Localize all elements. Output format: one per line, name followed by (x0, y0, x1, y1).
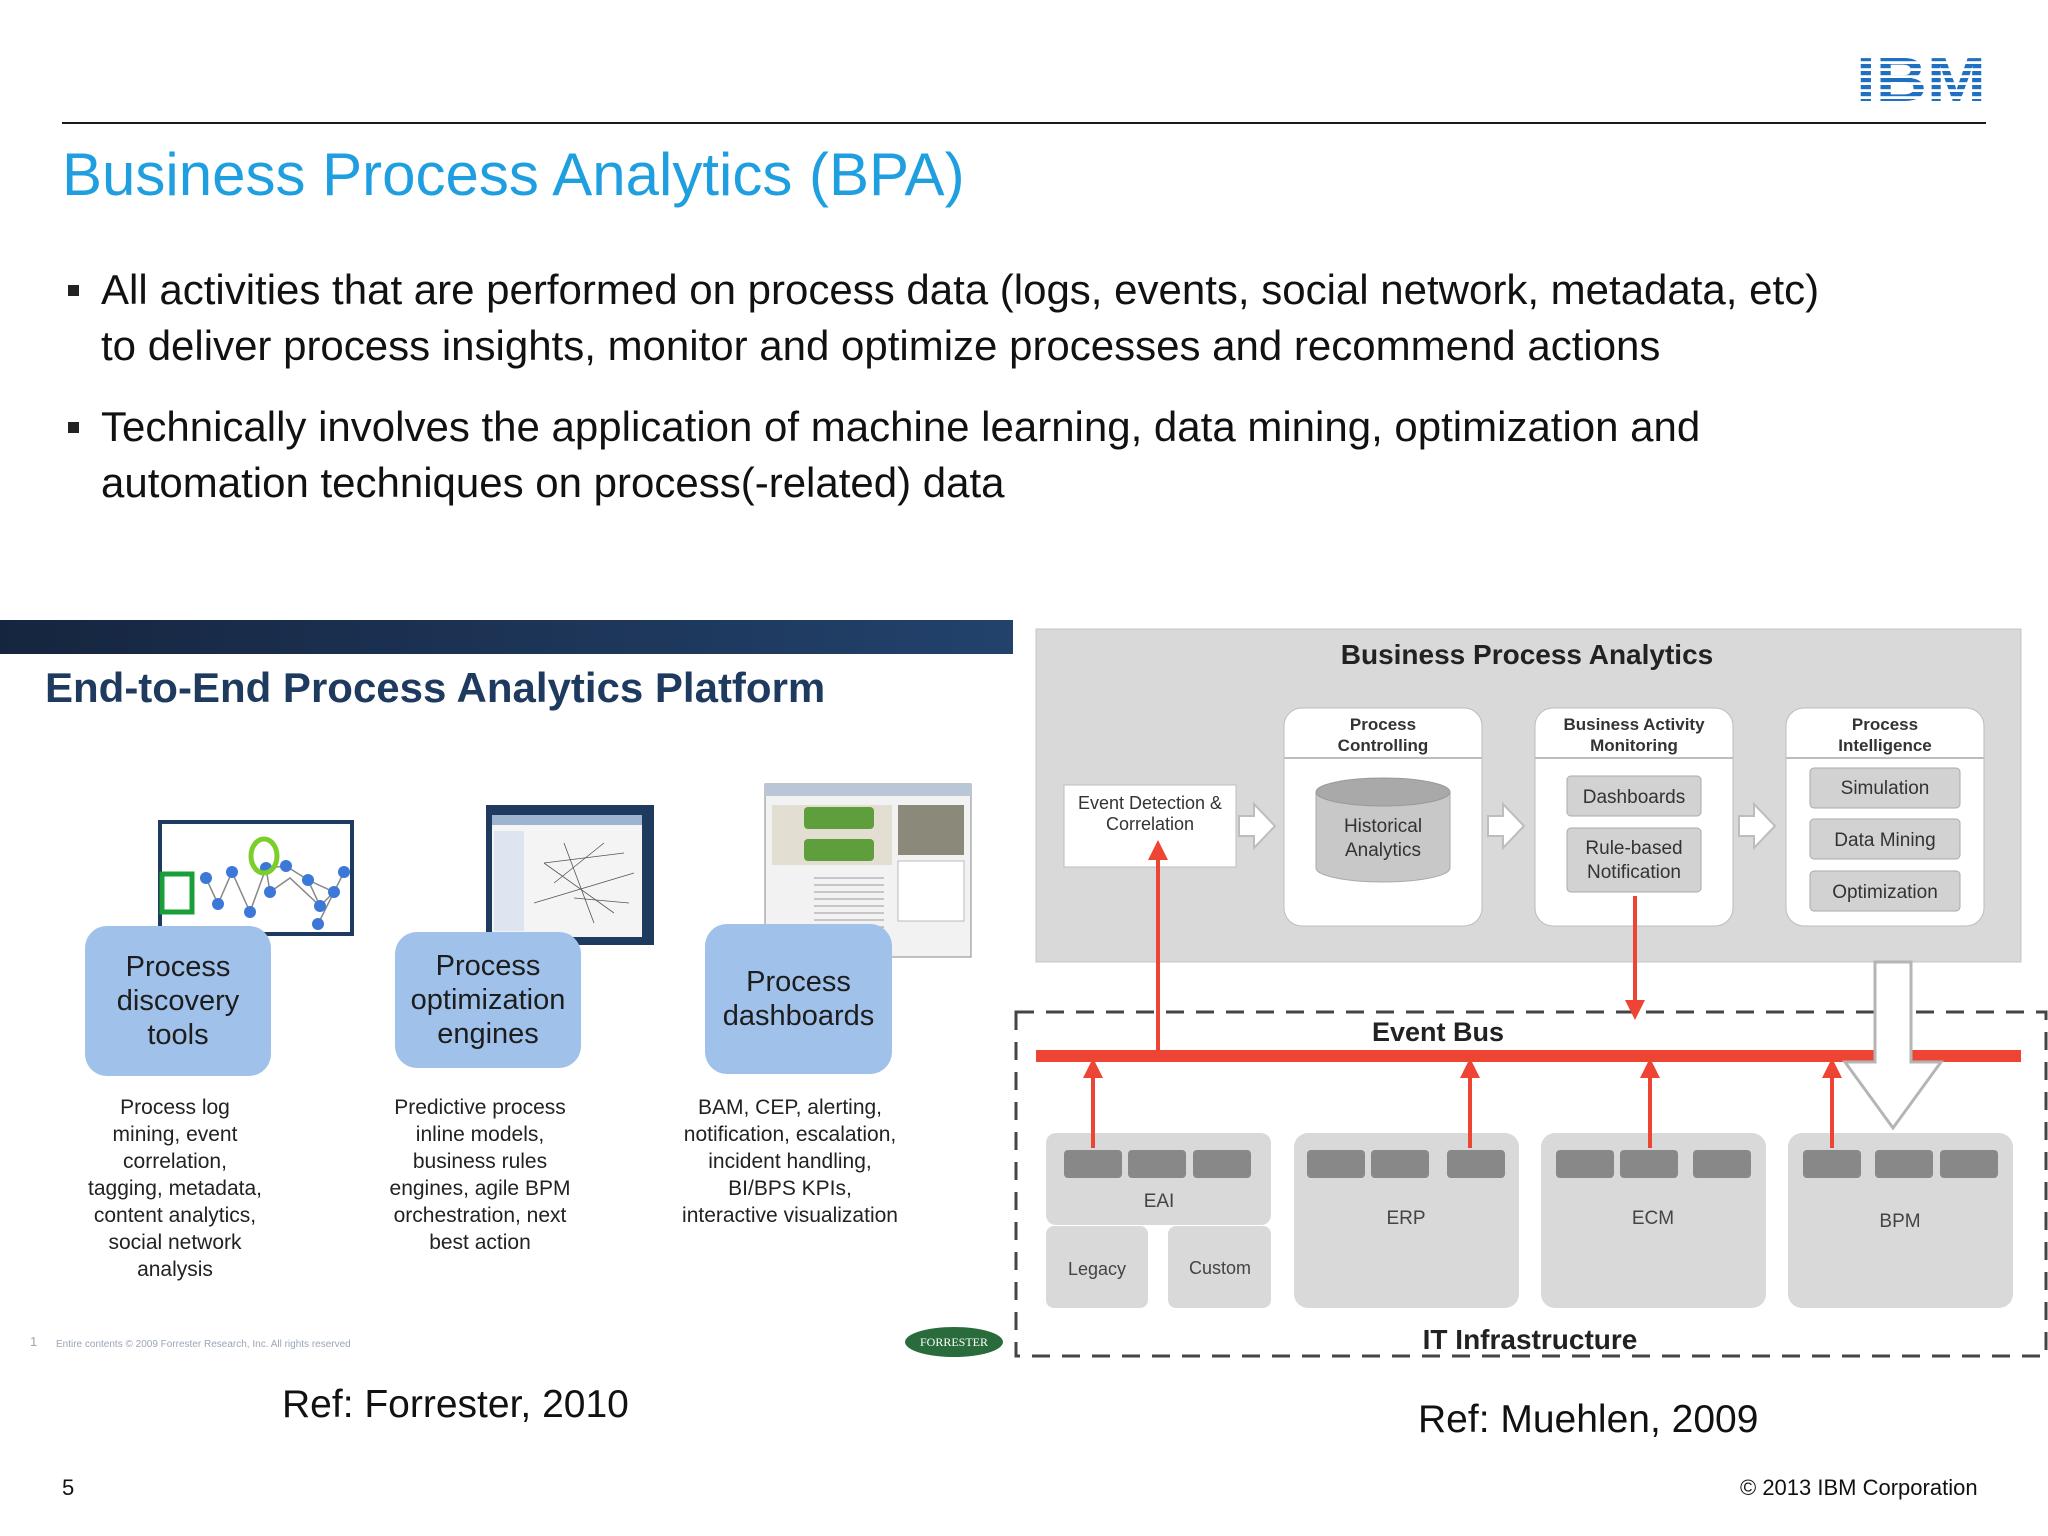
forrester-copyright: Entire contents © 2009 Forrester Researc… (56, 1339, 351, 1350)
rule-based-label: Notification (1587, 862, 1681, 883)
custom-label: Custom (1189, 1258, 1251, 1278)
ibm-logo-text: IBM (1856, 50, 1986, 106)
muehlen-reference: Ref: Muehlen, 2009 (1418, 1398, 1759, 1441)
bullet-text-line: All activities that are performed on pro… (101, 266, 1820, 313)
pill-text: engines (437, 1018, 539, 1050)
forrester-title: End-to-End Process Analytics Platform (45, 664, 826, 711)
erp-label: ERP (1386, 1208, 1425, 1229)
pill-text: Process (746, 966, 851, 998)
bullet-square-icon (68, 422, 79, 433)
pill-text: Process (125, 951, 231, 983)
flow-arrow-icons (1238, 801, 1777, 851)
red-flow-arrows (1083, 840, 1842, 1148)
forrester-badge: FORRESTER (905, 1327, 1003, 1357)
process-intelligence-title: Intelligence (1838, 736, 1932, 755)
figure-top-band (0, 620, 1013, 654)
rule-based-label: Rule-based (1585, 838, 1682, 859)
optimization-label: Optimization (1832, 882, 1938, 903)
bpa-panel-title: Business Process Analytics (1341, 639, 1713, 670)
event-detection-label: Event Detection & (1078, 793, 1222, 813)
forrester-figure: End-to-End Process Analytics Platform (0, 620, 1013, 1365)
process-controlling-title: Controlling (1338, 736, 1429, 755)
legacy-label: Legacy (1068, 1259, 1126, 1279)
legacy-system (1046, 1226, 1148, 1308)
footnote-number: 1 (30, 1334, 38, 1349)
data-mining-label: Data Mining (1834, 830, 1935, 851)
database-cylinder-icon (1315, 792, 1451, 883)
ibm-logo: IBM (1856, 50, 1986, 106)
header-rule (62, 122, 1986, 124)
pill-text: optimization (410, 984, 566, 1016)
historical-analytics-label: Analytics (1345, 840, 1421, 861)
eai-label: EAI (1144, 1191, 1175, 1212)
event-bus-line (1036, 1050, 2021, 1062)
bpa-architecture-diagram: Business Process Analytics Event Detecti… (1013, 620, 2048, 1385)
data-mining-box (1809, 818, 1961, 860)
page-number: 5 (62, 1475, 75, 1500)
rule-based-notification-box (1566, 827, 1702, 893)
pill-text: dashboards (722, 1000, 875, 1032)
optimization-box (1809, 870, 1961, 912)
historical-analytics-label: Historical (1344, 816, 1422, 837)
ecm-label: ECM (1632, 1208, 1674, 1229)
optimization-screenshot-thumbnail (486, 805, 654, 945)
event-bus-label: Event Bus (1372, 1017, 1504, 1047)
simulation-box (1809, 767, 1961, 809)
bam-title: Business Activity (1563, 715, 1705, 734)
network-graph-thumbnail (158, 820, 354, 936)
dashboards-label: Dashboards (1583, 787, 1685, 808)
pill-text: tools (147, 1019, 209, 1051)
bam-title: Monitoring (1590, 736, 1678, 755)
bullet-square-icon (68, 285, 79, 296)
simulation-label: Simulation (1841, 778, 1930, 799)
it-infrastructure-border (1014, 1010, 2048, 1358)
copyright: © 2013 IBM Corporation (1740, 1475, 1978, 1500)
pill-text: discovery (116, 985, 240, 1017)
bullet-item: All activities that are performed on pro… (62, 262, 1992, 374)
bpm-label: BPM (1879, 1211, 1920, 1232)
slide-title: Business Process Analytics (BPA) (62, 141, 965, 208)
event-detection-label: Correlation (1106, 814, 1194, 834)
bullet-text-line: to deliver process insights, monitor and… (101, 322, 1661, 369)
custom-system (1168, 1226, 1271, 1308)
pill-text: Process (435, 950, 541, 982)
dashboards-description: BAM, CEP, alerting,notification, escalat… (682, 1096, 898, 1227)
process-controlling-title: Process (1350, 715, 1416, 734)
bullet-text-line: automation techniques on process(-relate… (101, 459, 1005, 506)
bullet-text-line: Technically involves the application of … (101, 403, 1701, 450)
down-arrow-icon (1842, 960, 1944, 1131)
bullet-list: All activities that are performed on pro… (62, 262, 1992, 536)
bullet-item: Technically involves the application of … (62, 399, 1992, 511)
forrester-reference: Ref: Forrester, 2010 (282, 1383, 629, 1426)
it-infrastructure-label: IT Infrastructure (1423, 1324, 1638, 1355)
process-intelligence-title: Process (1852, 715, 1918, 734)
dashboards-box (1566, 775, 1702, 817)
